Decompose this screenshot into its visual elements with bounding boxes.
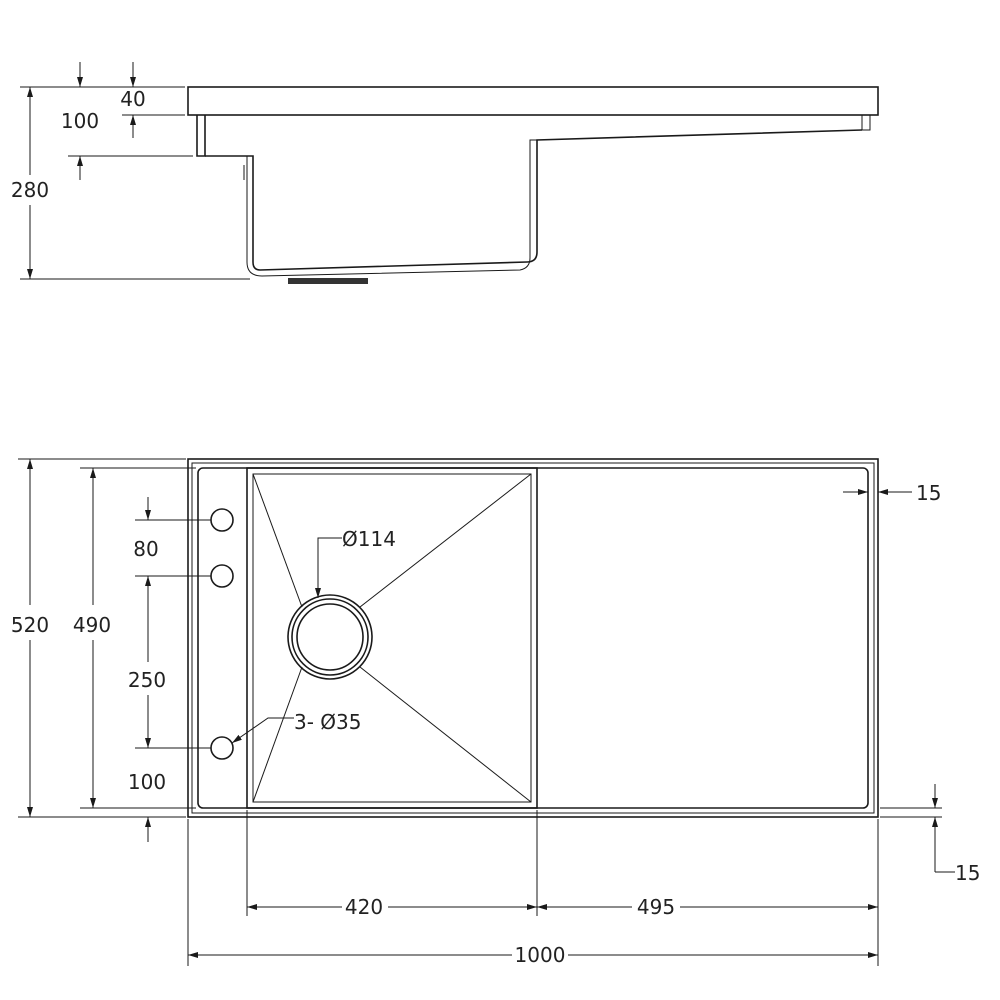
bowl-slope-lines [252, 473, 532, 803]
side-view: 280 40 100 [11, 62, 879, 284]
dim-drain-diameter: Ø114 [342, 527, 396, 551]
waste-outlet [288, 278, 368, 284]
outer-edge [187, 458, 879, 818]
dim-100-bottom: 100 [128, 770, 166, 794]
dim-15-right: 15 [916, 481, 941, 505]
right-lip [861, 115, 871, 131]
dim-490: 490 [73, 613, 111, 637]
dim-495: 495 [637, 895, 675, 919]
dim-420: 420 [345, 895, 383, 919]
dim-280: 280 [11, 178, 49, 202]
outer-edge-inner [191, 462, 875, 814]
bowl-profile [205, 129, 863, 271]
tap-hole-3 [210, 736, 234, 760]
plan-dimensions: 520 490 80 250 100 Ø114 3- Ø35 15 15 [11, 458, 980, 967]
dim-40: 40 [120, 87, 145, 111]
bowl-inner [252, 473, 532, 803]
dim-tap-holes: 3- Ø35 [294, 710, 362, 734]
tap-hole-1 [210, 508, 234, 532]
drain-inner [296, 603, 364, 671]
dim-100: 100 [61, 109, 99, 133]
dim-250: 250 [128, 668, 166, 692]
deck-inner [197, 467, 869, 809]
dim-520: 520 [11, 613, 49, 637]
drain-outer [287, 594, 373, 680]
dim-15-bottom: 15 [955, 861, 980, 885]
deck-slab [187, 86, 879, 116]
bowl-outer-profile [246, 139, 537, 277]
plan-view: 520 490 80 250 100 Ø114 3- Ø35 15 15 [11, 458, 980, 967]
left-flange [196, 115, 206, 157]
tap-hole-2 [210, 564, 234, 588]
side-dimensions: 280 40 100 [11, 62, 250, 280]
bowl-outer [246, 467, 538, 809]
dim-1000: 1000 [515, 943, 566, 967]
dim-80: 80 [133, 537, 158, 561]
